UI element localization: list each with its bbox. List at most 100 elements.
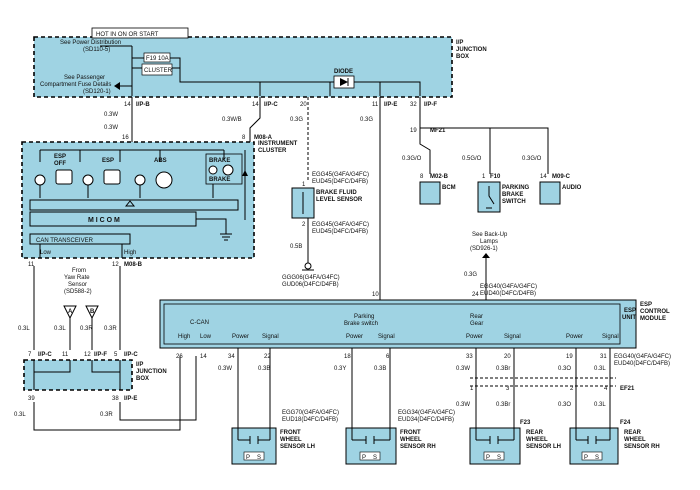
brake-label-top: BRAKE	[209, 158, 230, 164]
parking-brake-switch	[477, 181, 501, 213]
wire-0-3g-c: 0.3G	[464, 272, 477, 278]
esp-power-2: Power	[346, 334, 363, 340]
abs-symbol-icon	[155, 171, 173, 189]
hot-label: HOT IN ON OR START	[96, 32, 159, 38]
pin-8: 8	[242, 135, 246, 141]
fuse-label: F19 10A	[146, 56, 169, 62]
see-passenger-text-2: Compartment Fuse Details	[40, 82, 111, 88]
cluster-title-1: INSTRUMENT	[258, 141, 298, 147]
pin-16: 16	[122, 135, 129, 141]
fl-code-2: EUD18(D4FC/D4FB)	[282, 417, 338, 423]
esp-unit-inner	[163, 303, 621, 345]
ground-code-2: GUD06(D4FC/D4FB)	[282, 282, 339, 288]
fr-p: P	[362, 455, 366, 461]
backup-text-3: (SD926-1)	[470, 246, 498, 252]
wire-0-5b: 0.5B	[290, 244, 302, 250]
fl-label-2: WHEEL	[280, 437, 302, 443]
esp-rear: Rear	[470, 314, 483, 320]
wire-0-3r-c: 0.3R	[100, 412, 113, 418]
esp-unit-2: UNIT	[622, 315, 636, 321]
esp-symbol-icon	[103, 169, 121, 185]
esp-signal-1: Signal	[262, 334, 279, 340]
pin-24: 24	[472, 292, 479, 298]
esp-high: High	[178, 334, 190, 340]
pin-11-lower: 11	[62, 352, 69, 358]
pin-11: 11	[372, 102, 379, 108]
conn-mf21: MF21	[430, 128, 446, 134]
wire-0-3w-b: 0.3W	[104, 125, 118, 131]
fr-label-1: FRONT	[400, 430, 421, 436]
fr-code-2: EUD34(D4FC/D4FB)	[398, 417, 454, 423]
cluster-fuse-label: CLUSTER	[144, 68, 173, 74]
parking-label-1: PARKING	[502, 185, 530, 191]
esp-pin-14: 14	[200, 354, 207, 360]
bfl-code-3: EGG45(G4FA/G4FC)	[312, 222, 369, 228]
bfl-name-2: LEVEL SENSOR	[316, 197, 363, 203]
yaw-ref: (SD588-2)	[64, 289, 92, 295]
esp-wire-4: 0.3B	[374, 366, 386, 372]
yaw-b-arrow-icon	[85, 305, 99, 320]
cluster-fuse-box	[141, 63, 173, 76]
wire-0-3g-a: 0.3G	[290, 117, 303, 123]
ip-jb-title-1: I/P	[456, 40, 463, 46]
ip-lower-title-3: BOX	[136, 376, 149, 382]
esp-title-2: CONTROL	[640, 309, 670, 315]
abs-lamp-icon	[134, 174, 146, 186]
pin-19: 19	[410, 128, 417, 134]
esp-off-label-2: OFF	[54, 161, 66, 167]
pin-14-m09c: 14	[540, 174, 547, 180]
micom-label: M I C O M	[88, 217, 120, 224]
conn-f24: F24	[620, 420, 631, 426]
fl-code-1: EGG70(G4FA/G4FC)	[282, 410, 339, 416]
fl-s: S	[257, 455, 261, 461]
conn-m02b: M02-B	[430, 174, 449, 180]
esp-wire-1: 0.3W	[218, 366, 232, 372]
esp-signal-3: Signal	[504, 334, 521, 340]
esp-brake-switch: Brake switch	[344, 321, 378, 327]
backup-text-1: See Back-Up	[472, 232, 508, 238]
esp-wire-7: 0.3O	[558, 366, 571, 372]
pin-20: 20	[300, 102, 307, 108]
see-power-text: See Power Distribution	[60, 40, 121, 46]
ip-junction-box-top	[33, 36, 453, 98]
wire-0-3w-a: 0.3W	[104, 112, 118, 118]
bfl-pin-2: 2	[302, 222, 306, 228]
conn-f23: F23	[520, 420, 531, 426]
esp-bottom-code-1: EGG40(G4FA/G4FC)	[614, 354, 671, 360]
esp-ccan: C-CAN	[190, 320, 209, 326]
fl-p: P	[246, 455, 250, 461]
bfl-code-2: EUD45(D4FC/D4FB)	[312, 179, 368, 185]
wire-0-3r-b: 0.3R	[80, 326, 93, 332]
pin-7: 7	[28, 352, 32, 358]
brake-symbol-icon	[222, 164, 234, 176]
rl-label-1: REAR	[526, 430, 544, 436]
audio-module	[539, 181, 561, 205]
mid-wire-2: 0.3Br	[496, 402, 510, 408]
conn-m08a: M08-A	[254, 135, 273, 141]
wire-0-3l-b: 0.3L	[54, 326, 66, 332]
yaw-a-arrow-icon	[63, 305, 77, 320]
esp-pin-19: 19	[566, 354, 573, 360]
rear-wheel-sensor-lh	[469, 414, 521, 465]
esp-power-3: Power	[466, 334, 483, 340]
see-passenger-text: See Passenger	[64, 75, 105, 81]
ip-junction-box-lower	[23, 359, 133, 391]
pin-39: 39	[28, 396, 35, 402]
conn-f10: F10	[490, 174, 501, 180]
pin-12-lower: 12	[84, 352, 91, 358]
esp-wire-6: 0.3Br	[496, 366, 510, 372]
yaw-b: B	[90, 309, 95, 315]
wire-0-5go: 0.5G/O	[462, 156, 482, 162]
mid-wire-1: 0.3W	[456, 402, 470, 408]
pin-14-ipb: 14	[124, 102, 131, 108]
wire-0-3l-a: 0.3L	[18, 326, 30, 332]
ip-lower-title-2: JUNCTION	[136, 369, 167, 375]
rr-s: S	[595, 455, 599, 461]
conn-m08b: M08-B	[124, 262, 143, 268]
ip-jb-title-2: JUNCTION	[456, 47, 487, 53]
pin-1-f10: 1	[482, 174, 486, 180]
ground-code-1: GGG06(G4FA/G4FC)	[282, 275, 340, 281]
wire-0-3go-b: 0.3G/O	[522, 156, 542, 162]
pin-11-m08b: 11	[28, 262, 35, 268]
esp-unit-1: ESP	[624, 308, 636, 314]
